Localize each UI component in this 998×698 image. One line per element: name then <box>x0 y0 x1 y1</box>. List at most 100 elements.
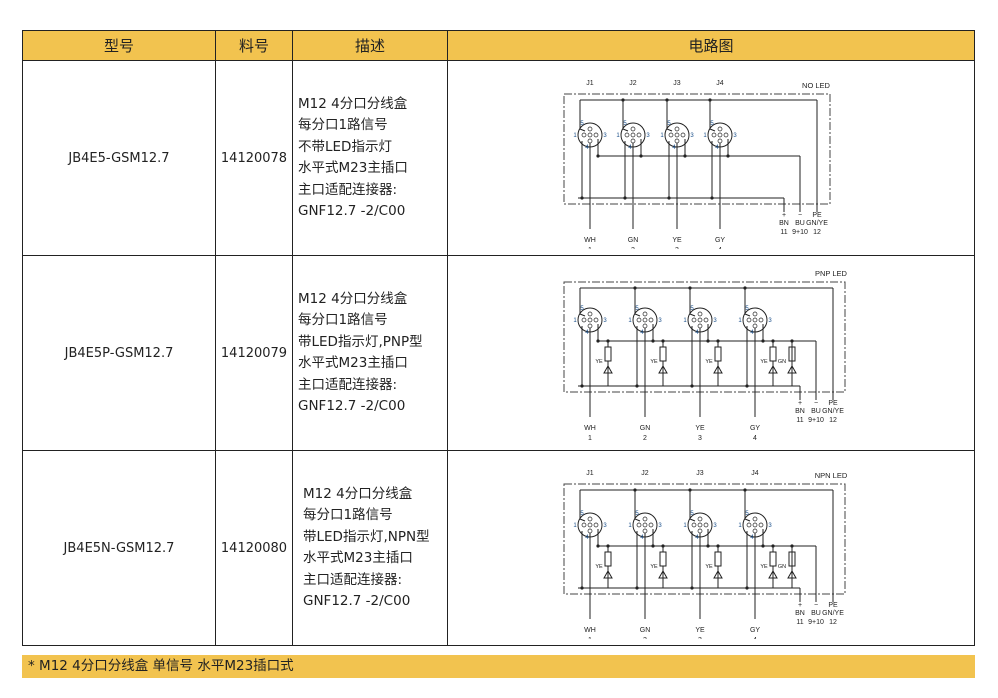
pin-number: 4 <box>695 535 699 541</box>
footer-note: * M12 4分口分线盒 单信号 水平M23插口式 <box>22 655 975 678</box>
wire <box>744 313 751 317</box>
pin-number: 5 <box>580 511 584 517</box>
junction-dot <box>633 488 637 492</box>
power-color-label: BN <box>779 220 789 227</box>
junction-dot <box>745 384 749 388</box>
power-color-label: BU <box>811 408 821 415</box>
part-number-cell: 14120080 <box>215 450 293 646</box>
pin-icon <box>723 132 729 138</box>
resistor-icon <box>714 346 722 362</box>
pin-icon <box>587 126 593 132</box>
pin-icon <box>642 323 648 329</box>
junction-dot <box>690 586 694 590</box>
junction-dot <box>716 339 720 343</box>
junction-dot <box>683 154 687 158</box>
power-sign: PE <box>828 602 838 609</box>
wire <box>634 313 641 317</box>
desc-line: 带LED指示灯,PNP型 <box>298 333 423 350</box>
pin-icon <box>636 522 642 528</box>
pin-icon <box>697 528 703 534</box>
pin-icon <box>691 317 697 323</box>
pin-icon <box>680 132 686 138</box>
pin-icon <box>758 522 764 528</box>
pin-icon <box>642 311 648 317</box>
power-sign: + <box>798 602 802 609</box>
junction-dot <box>621 98 625 102</box>
pin-icon <box>674 138 680 144</box>
enclosure-boundary <box>563 93 831 205</box>
wire-color-label: GN <box>640 425 651 432</box>
junction-dot <box>743 488 747 492</box>
pin-icon <box>703 317 709 323</box>
pin-number: 4 <box>628 145 632 151</box>
pin-number: 1 <box>573 133 577 139</box>
pin-number: 1 <box>573 523 577 529</box>
junction-dot <box>661 544 665 548</box>
junction-dot <box>745 586 749 590</box>
pin-icon <box>691 522 697 528</box>
led-color-label: YE <box>760 564 768 570</box>
desc-line: 每分口1路信号 <box>298 312 388 328</box>
pin-number: 4 <box>585 330 589 336</box>
diagram-title: PNP LED <box>815 269 848 278</box>
wire-color-label: GY <box>715 237 725 244</box>
pin-icon <box>587 528 593 534</box>
led-color-label: YE <box>650 564 658 570</box>
desc-line: M12 4分口分线盒 <box>303 485 413 502</box>
pin-number: 1 <box>660 133 664 139</box>
pin-icon <box>752 311 758 317</box>
junction-dot <box>708 98 712 102</box>
led-color-label: YE <box>705 359 713 365</box>
pin-number: 3 <box>658 318 662 324</box>
pin-number: 5 <box>635 511 639 517</box>
wire-number: 2 <box>631 247 635 249</box>
header-model: 型号 <box>22 30 216 61</box>
pin-icon <box>674 132 680 138</box>
desc-line: GNF12.7 -2/C00 <box>303 593 411 609</box>
wire-number: 3 <box>698 435 702 442</box>
pin-number: 4 <box>585 145 589 151</box>
product-table: 型号 料号 描述 电路图 JB4E5-GSM12.7 14120078 M12 … <box>22 30 975 646</box>
pin-icon <box>581 522 587 528</box>
jack-label: J2 <box>629 80 637 87</box>
led-color-label: YE <box>595 564 603 570</box>
junction-dot <box>606 339 610 343</box>
resistor-icon <box>604 346 612 362</box>
diagram-title: NPN LED <box>815 471 848 480</box>
pin-number: 5 <box>745 306 749 312</box>
pin-icon <box>717 132 723 138</box>
wire-color-label: YE <box>695 425 705 432</box>
pin-number: 4 <box>695 330 699 336</box>
power-pin-number: 9+10 <box>808 619 824 626</box>
table-row: JB4E5N-GSM12.7 14120080 M12 4分口分线盒每分口1路信… <box>22 450 975 646</box>
led-color-label: GN <box>778 564 786 570</box>
junction-dot <box>771 339 775 343</box>
junction-dot <box>771 544 775 548</box>
wire-color-label: GN <box>628 237 639 244</box>
junction-dot <box>596 544 600 548</box>
pin-icon <box>717 138 723 144</box>
junction-dot <box>706 544 710 548</box>
pin-icon <box>697 311 703 317</box>
wire <box>666 128 673 132</box>
wire <box>622 128 629 132</box>
enclosure-boundary <box>563 483 846 595</box>
junction-dot <box>633 286 637 290</box>
header-part: 料号 <box>215 30 293 61</box>
power-pin-number: 9+10 <box>792 229 808 236</box>
desc-line: 不带LED指示灯 <box>298 138 392 155</box>
led-color-label: YE <box>650 359 658 365</box>
pin-number: 4 <box>715 145 719 151</box>
wire-number: 4 <box>718 247 722 249</box>
pin-number: 1 <box>703 133 707 139</box>
pin-icon <box>648 317 654 323</box>
pin-icon <box>587 317 593 323</box>
power-color-label: BN <box>795 610 805 617</box>
pin-icon <box>587 522 593 528</box>
pin-icon <box>630 126 636 132</box>
pin-number: 1 <box>683 523 687 529</box>
junction-dot <box>651 544 655 548</box>
model-cell: JB4E5N-GSM12.7 <box>22 450 216 646</box>
power-sign: − <box>814 400 818 407</box>
pin-number: 4 <box>640 330 644 336</box>
